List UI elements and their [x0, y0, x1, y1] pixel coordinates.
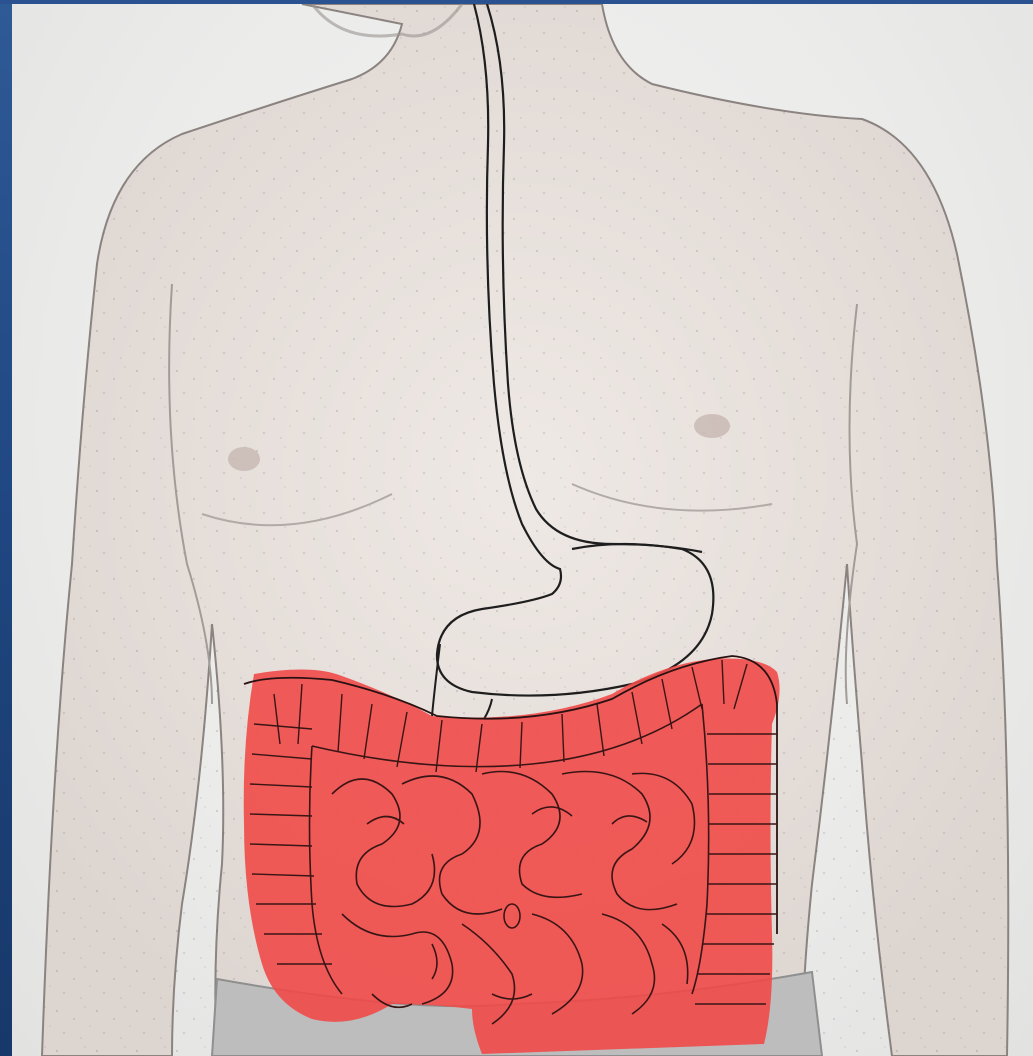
anatomy-illustration	[12, 4, 1033, 1056]
frame-left-edge	[0, 0, 12, 1056]
right-nipple	[694, 414, 730, 438]
anatomy-photo	[12, 4, 1033, 1056]
left-nipple	[228, 447, 260, 471]
